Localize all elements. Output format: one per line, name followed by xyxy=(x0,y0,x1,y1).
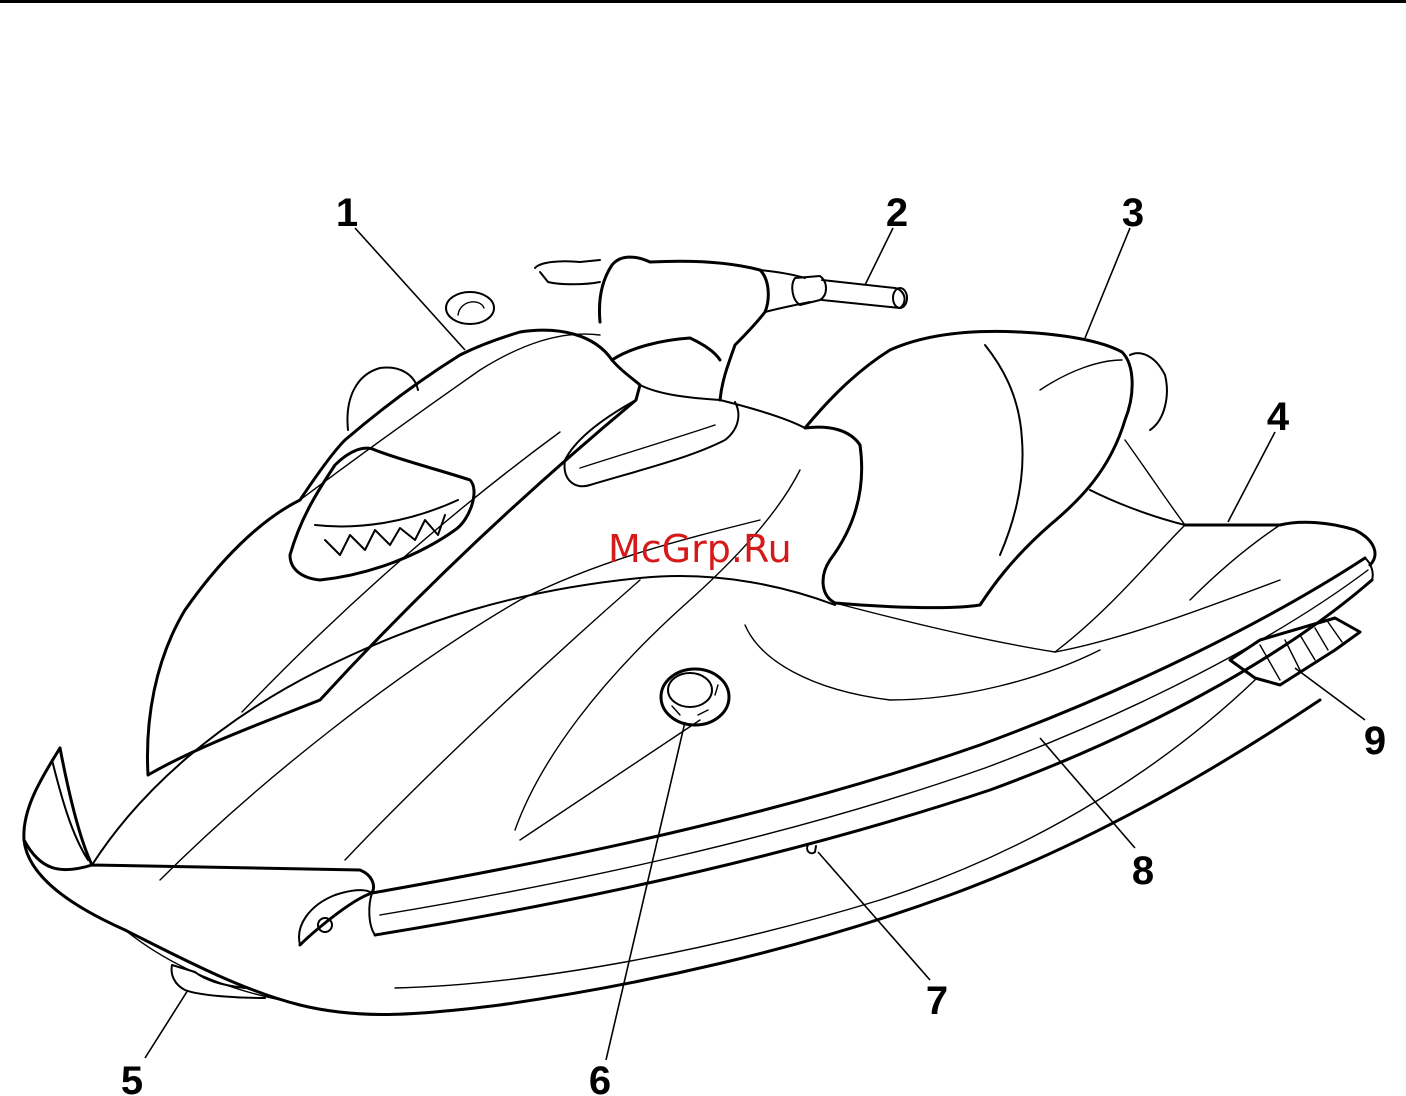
throttle-housing xyxy=(792,276,826,305)
stern-reflector xyxy=(1230,618,1360,685)
hood-cap-inner xyxy=(458,302,484,315)
callout-5: 5 xyxy=(121,1059,143,1096)
leader-4 xyxy=(1228,432,1275,522)
leader-1 xyxy=(355,228,465,350)
side-crease-2 xyxy=(520,720,700,840)
front-hood xyxy=(147,330,640,775)
hood-cap xyxy=(446,292,494,324)
rear-grab-handle xyxy=(1130,353,1167,430)
callout-8: 8 xyxy=(1132,849,1154,893)
rear-deck xyxy=(1185,522,1375,565)
side-swoosh xyxy=(745,625,1100,700)
leader-9 xyxy=(1295,668,1365,720)
fuel-cap xyxy=(661,669,729,725)
rub-rail-upper xyxy=(372,558,1365,893)
rear-deck-inner xyxy=(1055,525,1280,652)
hood-inner-line xyxy=(242,432,560,712)
leader-8 xyxy=(1040,738,1135,848)
fuel-cap-inner xyxy=(668,673,712,707)
callout-3: 3 xyxy=(1122,191,1144,235)
rub-rail-lower xyxy=(375,580,1372,935)
side-crease xyxy=(515,470,800,830)
seat-side-line xyxy=(1090,490,1185,525)
leader-2 xyxy=(865,228,893,285)
leader-7 xyxy=(818,852,930,980)
watermark: McGrp.Ru xyxy=(608,527,792,571)
hood-vent xyxy=(290,448,474,580)
bow-bumper xyxy=(24,748,374,945)
callout-2: 2 xyxy=(886,191,908,235)
callout-4: 4 xyxy=(1267,395,1290,439)
rub-rail-end-front xyxy=(369,893,375,935)
rear-grab-stay xyxy=(1125,440,1185,525)
leader-lines xyxy=(145,228,1365,1060)
seat xyxy=(805,331,1132,607)
callout-6: 6 xyxy=(589,1059,611,1096)
footwell-line xyxy=(835,580,1280,652)
steering-column-panel xyxy=(565,385,805,486)
seat-step-line xyxy=(985,345,1023,555)
hull-fitting xyxy=(807,845,816,853)
leader-5 xyxy=(145,990,188,1058)
bow-light xyxy=(318,918,332,932)
deck-line-rear xyxy=(345,580,640,860)
seat-back-edge xyxy=(1040,360,1122,390)
handlebar-grip xyxy=(822,280,905,308)
callout-9: 9 xyxy=(1364,719,1386,763)
leader-3 xyxy=(1085,228,1130,338)
steering-cowl xyxy=(600,257,769,400)
handlebar-left xyxy=(535,260,600,284)
deck-line-front xyxy=(160,520,760,880)
hood-vent-slats xyxy=(315,500,458,555)
watercraft-body xyxy=(24,257,1375,1014)
callout-7: 7 xyxy=(926,979,948,1023)
callout-1: 1 xyxy=(336,191,358,235)
